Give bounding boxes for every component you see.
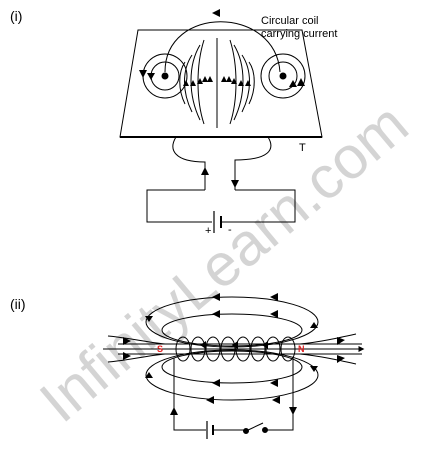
circuit-arrow-left [170, 407, 178, 415]
field-direction-arrows [183, 76, 251, 86]
left-coil-field [139, 53, 188, 99]
circuit-arrow-right [289, 407, 297, 415]
loop-direction-arrows [123, 293, 345, 404]
lead-arrow-up [201, 167, 209, 175]
pole-left-label: S [157, 344, 163, 354]
solenoid-coil [175, 336, 296, 362]
switch-key [243, 422, 268, 434]
battery-minus-sign: - [228, 224, 232, 236]
circuit-wire [146, 189, 296, 223]
part-ii-label: (ii) [10, 296, 26, 312]
part-i-figure: (i) [10, 8, 337, 237]
flare-line-right-down [299, 353, 357, 365]
sheet-corner-label: T [299, 142, 306, 154]
field-loop-bottom-inner [161, 350, 303, 384]
coil-annotation-line1: Circular coil [261, 15, 318, 27]
coil-upper-loop [164, 21, 281, 73]
coil-lead-left [172, 136, 206, 190]
battery-cell [213, 211, 222, 233]
battery-plus-sign: + [205, 225, 211, 237]
field-loop-top-outer [145, 296, 319, 348]
part-i-label: (i) [10, 8, 22, 24]
solenoid-circuit-wire [173, 358, 294, 431]
coil-arrow-top [212, 9, 220, 17]
part-ii-figure: (ii) [10, 293, 365, 439]
flare-line-left-up [107, 335, 166, 345]
right-coil-field [260, 53, 306, 99]
flare-line-right-up [299, 333, 357, 345]
solenoid-battery [206, 421, 214, 439]
flare-line-left-down [107, 353, 166, 363]
coil-annotation-line2: carrying current [261, 28, 337, 40]
coil-lead-right [234, 136, 272, 190]
field-loop-bottom-outer [145, 349, 319, 401]
pole-right-label: N [298, 344, 305, 354]
field-loop-top-inner [161, 313, 303, 347]
lead-arrow-down [231, 180, 239, 188]
